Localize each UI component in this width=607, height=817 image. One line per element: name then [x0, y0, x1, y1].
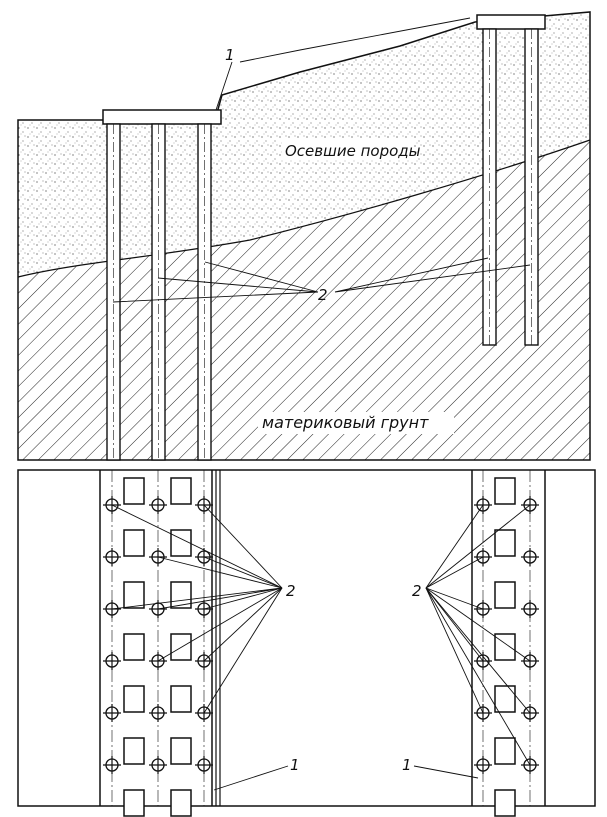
label-settled-soil: Осевшие породы [285, 142, 421, 160]
pile-marker-cross [195, 756, 213, 774]
leader [425, 504, 531, 589]
right-grillage-plan [471, 470, 546, 817]
leader [425, 587, 484, 610]
leader [425, 556, 484, 589]
leader [157, 556, 283, 589]
leader [213, 765, 289, 791]
label-cap-left: 1 [290, 756, 300, 774]
section-view: 1 Осевшие породы 2 материковый грунт [17, 11, 591, 461]
leader [111, 504, 283, 589]
opening [123, 633, 145, 661]
leader-lines [112, 17, 531, 303]
plan-view: 2 2 1 1 [17, 469, 596, 817]
label-native-soil: материковый грунт [262, 413, 429, 432]
right-pile-group [476, 14, 546, 346]
label-piles-right: 2 [412, 582, 422, 600]
leader [111, 587, 283, 610]
label-cap-right: 1 [402, 756, 412, 774]
left-grillage-plan [99, 470, 221, 817]
opening [494, 581, 516, 609]
leader [425, 587, 484, 662]
leader [425, 587, 484, 714]
label-piles: 2 [318, 286, 328, 304]
pile-marker-cross [149, 496, 167, 514]
plan-leader-lines [111, 504, 531, 791]
opening [123, 477, 145, 505]
leader [203, 587, 283, 662]
leader [425, 587, 531, 714]
pile-marker-cross [521, 600, 539, 618]
leader [413, 765, 479, 779]
opening [123, 529, 145, 557]
pile-marker-cross [103, 704, 121, 722]
leader [203, 556, 283, 589]
pile-marker-cross [149, 756, 167, 774]
leader [425, 587, 531, 662]
opening [170, 737, 192, 765]
pile-marker-cross [103, 756, 121, 774]
leader [203, 587, 283, 610]
pile-marker-cross [103, 652, 121, 670]
leader [425, 504, 484, 589]
label-piles-left: 2 [286, 582, 296, 600]
opening [494, 477, 516, 505]
opening [123, 737, 145, 765]
opening [494, 633, 516, 661]
opening [123, 581, 145, 609]
opening [170, 789, 192, 817]
pile-marker-cross [103, 548, 121, 566]
plan-frame [17, 469, 596, 807]
pile-cap [102, 109, 222, 125]
leader [425, 587, 531, 766]
pile-marker-cross [521, 548, 539, 566]
leader [203, 587, 283, 714]
pile-marker-cross [474, 756, 492, 774]
pile-cap [476, 14, 546, 30]
opening [170, 477, 192, 505]
opening [170, 685, 192, 713]
leader [157, 587, 283, 662]
leader [157, 587, 283, 610]
label-cap: 1 [225, 46, 235, 64]
pile-marker-cross [149, 704, 167, 722]
opening [123, 789, 145, 817]
leader [203, 504, 283, 589]
left-pile-group [102, 109, 222, 461]
opening [123, 685, 145, 713]
opening [494, 685, 516, 713]
opening [494, 789, 516, 817]
opening [494, 737, 516, 765]
opening [170, 529, 192, 557]
opening [494, 529, 516, 557]
